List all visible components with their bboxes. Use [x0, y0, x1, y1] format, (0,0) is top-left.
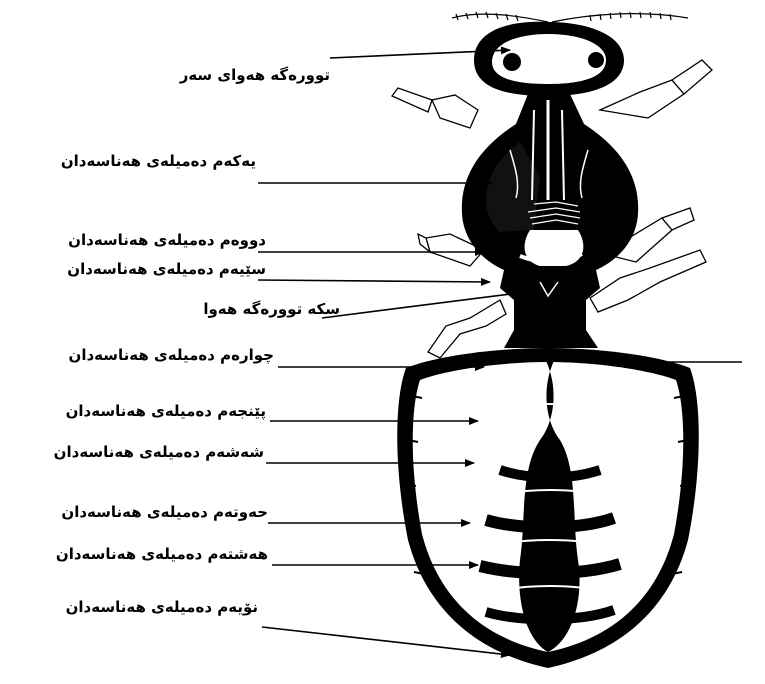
label-spiracle-1: یەکەم دەمیلەی هەناسەدان — [10, 152, 256, 170]
abdomen — [397, 348, 699, 668]
label-head-air-sac: توورەگە هەوای سەر — [150, 66, 330, 84]
label-spiracle-6: شەشەم دەمیلەی هەناسەدان — [10, 443, 264, 461]
label-spiracle-9: نۆیەم دەمیلەی هەناسەدان — [10, 598, 258, 616]
pointer-spiracle-3 — [258, 280, 490, 282]
label-air-sac-pouch: سکە توورەگە هەوا — [200, 300, 340, 318]
head — [474, 22, 624, 96]
label-spiracle-3: سێیەم دەمیلەی هەناسەدان — [10, 260, 266, 278]
label-spiracle-7: حەوتەم دەمیلەی هەناسەدان — [10, 503, 268, 521]
label-spiracle-8: هەشتەم دەمیلەی هەناسەدان — [10, 545, 268, 563]
label-spiracle-2: دووەم دەمیلەی هەناسەدان — [10, 231, 266, 249]
antennae — [452, 12, 688, 22]
label-spiracle-5: پێنجەم دەمیلەی هەناسەدان — [10, 402, 266, 420]
label-spiracle-4: چوارەم دەمیلەی هەناسەدان — [10, 346, 274, 364]
pointer-air-sac-pouch — [322, 290, 542, 318]
